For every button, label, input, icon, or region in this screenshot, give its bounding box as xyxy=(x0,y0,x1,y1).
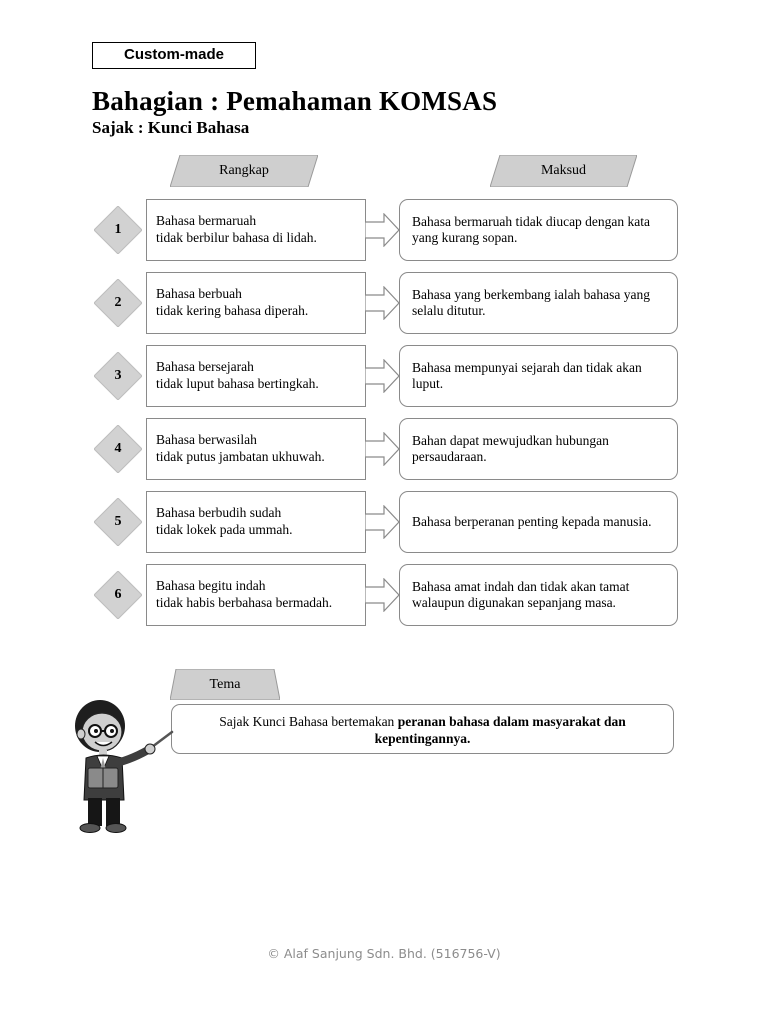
rangkap-box: Bahasa berwasilah tidak putus jambatan uk… xyxy=(146,418,366,480)
rangkap-line: Bahasa bermaruah xyxy=(156,213,257,228)
tema-box: Sajak Kunci Bahasa bertemakan peranan ba… xyxy=(171,704,674,754)
rangkap-line: tidak habis berbahasa bermadah. xyxy=(156,595,333,610)
row-number: 2 xyxy=(114,295,122,310)
maksud-text: Bahasa berperanan penting kepada manusia… xyxy=(412,514,652,529)
rangkap-line: tidak berbilur bahasa di lidah. xyxy=(156,230,317,245)
maksud-text: Bahasa amat indah dan tidak akan tamat w… xyxy=(412,579,630,610)
diamond-shape xyxy=(94,206,142,254)
page-subtitle: Sajak : Kunci Bahasa xyxy=(92,118,250,137)
rangkap-line: Bahasa berbudih sudah xyxy=(156,505,282,520)
tema-header-label: Tema xyxy=(209,677,241,692)
arrow-right-icon xyxy=(365,286,400,320)
rangkap-line: tidak luput bahasa bertingkah. xyxy=(156,376,319,391)
diamond-shape xyxy=(94,425,142,473)
row-number: 3 xyxy=(114,368,122,383)
rangkap-box: Bahasa begitu indah tidak habis berbahasa… xyxy=(146,564,366,626)
rangkap-line: Bahasa berwasilah xyxy=(156,432,257,447)
rangkap-line: Bahasa bersejarah xyxy=(156,359,254,374)
rangkap-box: Bahasa bersejarah tidak luput bahasa bert… xyxy=(146,345,366,407)
parallelogram-shape xyxy=(170,155,318,187)
maksud-box: Bahasa mempunyai sejarah dan tidak akan … xyxy=(399,345,678,407)
arrow-right-icon xyxy=(365,359,400,393)
rangkap-box: Bahasa berbuah tidak kering bahasa dipera… xyxy=(146,272,366,334)
custom-made-tag: Custom-made xyxy=(92,42,256,69)
rangkap-line: tidak kering bahasa diperah. xyxy=(156,303,309,318)
rangkap-header-label: Rangkap xyxy=(219,163,269,178)
row-number-diamond: 2 xyxy=(94,279,142,327)
row-number-diamond: 4 xyxy=(94,425,142,473)
diamond-shape xyxy=(94,279,142,327)
copyright-footer: © Alaf Sanjung Sdn. Bhd. (516756-V) xyxy=(267,946,501,961)
maksud-box: Bahan dapat mewujudkan hubungan persauda… xyxy=(399,418,678,480)
row-number: 4 xyxy=(114,441,122,456)
rangkap-box: Bahasa bermaruah tidak berbilur bahasa di… xyxy=(146,199,366,261)
tema-text: Sajak Kunci Bahasa bertemakan xyxy=(219,714,398,729)
row-number: 5 xyxy=(114,514,122,529)
maksud-header: Maksud xyxy=(490,155,637,187)
maksud-box: Bahasa bermaruah tidak diucap dengan kat… xyxy=(399,199,678,261)
rangkap-line: Bahasa berbuah xyxy=(156,286,242,301)
parallelogram-shape xyxy=(170,669,280,700)
row-number-diamond: 5 xyxy=(94,498,142,546)
arrow-right-icon xyxy=(365,432,400,466)
rangkap-header: Rangkap xyxy=(170,155,318,187)
rangkap-line: Bahasa begitu indah xyxy=(156,578,266,593)
row-number-diamond: 1 xyxy=(94,206,142,254)
row-number: 6 xyxy=(114,587,122,602)
row-number: 1 xyxy=(114,222,122,237)
teacher-illustration xyxy=(75,700,174,833)
maksud-text: Bahasa yang berkembang ialah bahasa yang… xyxy=(412,287,651,318)
maksud-text: Bahasa bermaruah tidak diucap dengan kat… xyxy=(412,214,651,245)
diamond-shape xyxy=(94,498,142,546)
tema-bold-text: peranan bahasa dalam masyarakat dan kepe… xyxy=(374,714,626,746)
rangkap-line: tidak lokek pada ummah. xyxy=(156,522,293,537)
maksud-box: Bahasa amat indah dan tidak akan tamat w… xyxy=(399,564,678,626)
rangkap-line: tidak putus jambatan ukhuwah. xyxy=(156,449,325,464)
page-title: Bahagian : Pemahaman KOMSAS xyxy=(92,86,498,116)
maksud-box: Bahasa yang berkembang ialah bahasa yang… xyxy=(399,272,678,334)
maksud-box: Bahasa berperanan penting kepada manusia… xyxy=(399,491,678,553)
row-number-diamond: 3 xyxy=(94,352,142,400)
rangkap-box: Bahasa berbudih sudah tidak lokek pada um… xyxy=(146,491,366,553)
row-number-diamond: 6 xyxy=(94,571,142,619)
diamond-shape xyxy=(94,571,142,619)
tema-header: Tema xyxy=(170,669,280,701)
maksud-text: Bahan dapat mewujudkan hubungan persauda… xyxy=(412,433,609,464)
arrow-right-icon xyxy=(365,578,400,612)
parallelogram-shape xyxy=(490,155,637,187)
arrow-right-icon xyxy=(365,505,400,539)
maksud-header-label: Maksud xyxy=(540,163,587,178)
arrow-right-icon xyxy=(365,213,400,247)
diamond-shape xyxy=(94,352,142,400)
maksud-text: Bahasa mempunyai sejarah dan tidak akan … xyxy=(412,360,642,391)
